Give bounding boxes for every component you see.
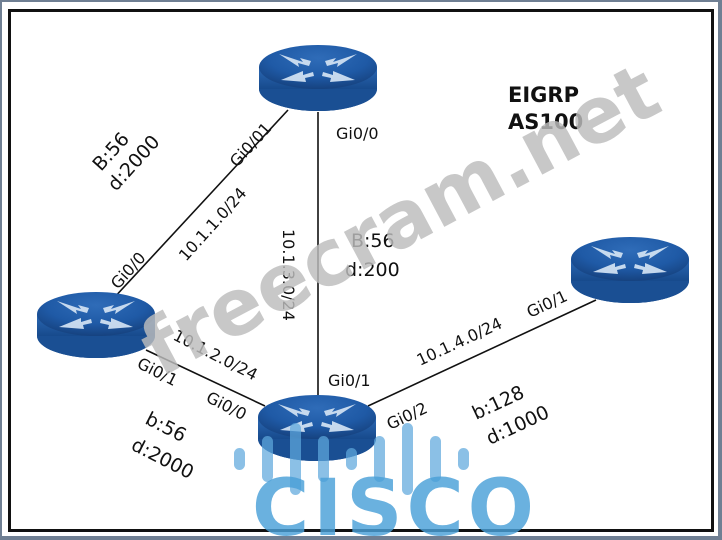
cisco-logo-bar	[290, 423, 301, 495]
interface-label-center-gi0-0: Gi0/0	[203, 388, 250, 424]
router-top-icon[interactable]	[259, 45, 377, 111]
subnet-label-10-1-3-0: 10.1.3.0/24	[279, 229, 298, 321]
link-center-right	[367, 299, 597, 407]
link-left-center	[145, 349, 266, 407]
cisco-logo-bar	[318, 436, 329, 482]
cisco-logo-bar	[430, 436, 441, 482]
cisco-logo-bar	[402, 423, 413, 495]
cisco-logo-text: CISCO	[252, 464, 538, 540]
cisco-logo-bar	[374, 436, 385, 482]
interface-label-left-gi0-0: Gi0/0	[107, 248, 150, 292]
cisco-logo-bars	[234, 423, 469, 495]
router-center-icon[interactable]	[258, 395, 376, 461]
subnet-label-10-1-1-0: 10.1.1.0/24	[175, 184, 251, 265]
as-label: AS100	[508, 110, 583, 134]
cisco-logo-watermark: CISCO	[234, 423, 538, 540]
router-right-icon[interactable]	[571, 237, 689, 303]
interface-label-top-gi0-01: Gi0/01	[226, 119, 275, 171]
interface-label-center-gi0-1: Gi0/1	[328, 371, 371, 390]
cisco-logo-bar	[346, 448, 357, 470]
metric-delay-top-center: d:200	[345, 259, 400, 281]
link-top-left	[111, 109, 289, 301]
cisco-logo-bar	[234, 448, 245, 470]
metric-delay-left-center: d:2000	[128, 434, 198, 484]
cisco-logo-bar	[262, 436, 273, 482]
subnet-label-10-1-4-0: 10.1.4.0/24	[414, 314, 505, 370]
metric-bandwidth-top-center: B:56	[351, 230, 395, 252]
cisco-logo-bar	[458, 448, 469, 470]
protocol-title: EIGRP	[508, 83, 579, 107]
interface-label-top-gi0-0: Gi0/0	[336, 124, 379, 143]
interface-label-right-gi0-1: Gi0/1	[524, 286, 571, 321]
